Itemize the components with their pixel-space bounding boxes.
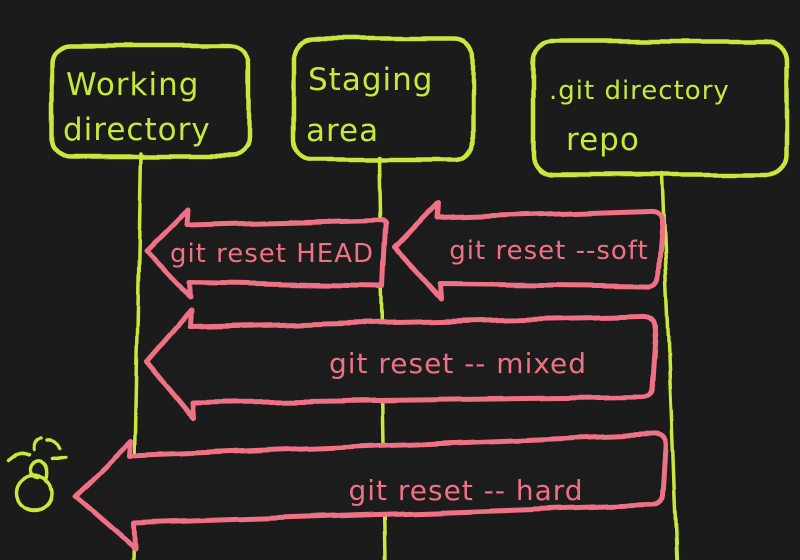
git-directory-box: [530, 39, 790, 178]
git-directory-label-line2: repo: [566, 122, 640, 158]
git-reset-mixed-arrow: [144, 308, 659, 422]
working-directory-label-line2: directory: [63, 112, 211, 148]
staging-area-box: [291, 36, 476, 162]
bomb-spark-right: [46, 438, 62, 450]
git-reset-head-label: git reset HEAD: [170, 239, 374, 269]
label-layer: Working directory Staging area .git dire…: [63, 62, 730, 507]
git-directory-label-line1: .git directory: [549, 76, 730, 106]
staging-area-label-line1: Staging: [308, 62, 433, 98]
git-directory-timeline: [660, 172, 679, 560]
working-directory-box: [49, 43, 252, 159]
git-reset-mixed-label: git reset -- mixed: [329, 347, 587, 380]
staging-area-label-line2: area: [306, 113, 379, 149]
git-reset-soft-arrow: [392, 200, 665, 302]
bomb-spark-middle: [33, 436, 44, 453]
git-reset-soft-label: git reset --soft: [449, 236, 648, 266]
ink-layer: [6, 36, 790, 560]
working-directory-label-line1: Working: [66, 67, 199, 103]
bomb-icon: [6, 436, 68, 512]
bomb-spark-dash: [51, 455, 68, 461]
bomb-spark-left: [6, 452, 32, 463]
git-reset-hard-arrow: [72, 432, 669, 551]
bomb-fuse: [29, 460, 50, 481]
git-reset-hard-label: git reset -- hard: [348, 474, 583, 507]
git-reset-head-arrow: [143, 207, 389, 301]
